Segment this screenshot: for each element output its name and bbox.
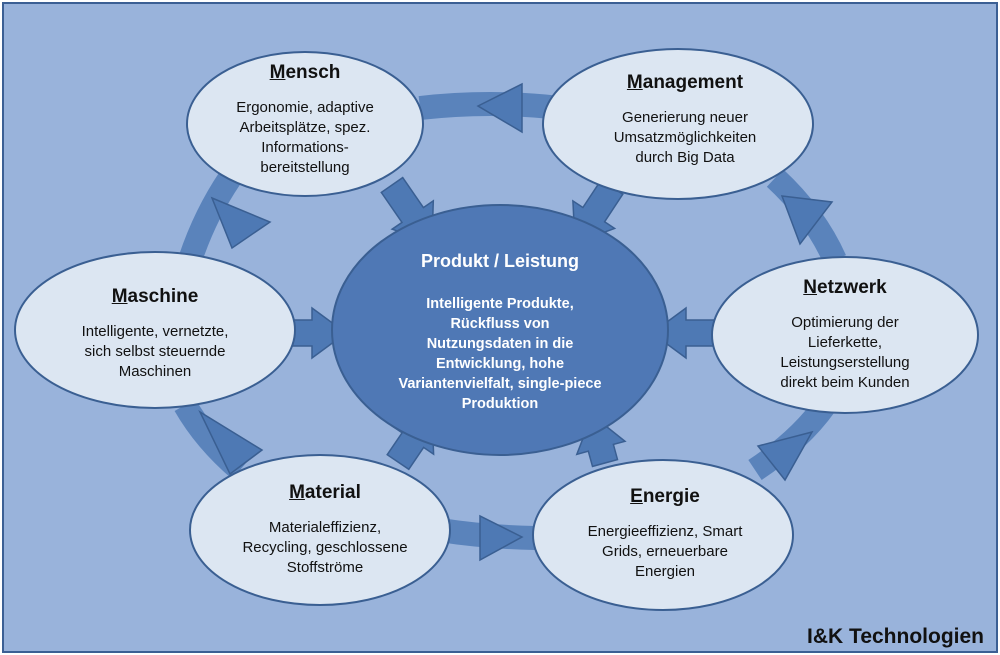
node-material-title: Material <box>289 482 361 503</box>
node-material-description: Materialeffizienz, Recycling, geschlosse… <box>242 519 408 576</box>
node-mensch-description: Ergonomie, adaptive Arbeitsplätze, spez.… <box>236 99 374 176</box>
node-mensch-title: Mensch <box>269 62 341 83</box>
node-material-text: Material Materialeffizienz, Recycling, g… <box>200 482 450 578</box>
ring-arrowhead-maschine-material <box>198 410 264 476</box>
node-maschine-description: Intelligente, vernetzte, sich selbst ste… <box>81 323 229 380</box>
node-maschine-title: Maschine <box>111 286 199 307</box>
node-netzwerk-ellipse <box>711 256 979 414</box>
center-node-title: Produkt / Leistung <box>420 251 579 271</box>
ring-arrowhead-management-mensch <box>476 82 523 134</box>
node-mensch-ellipse <box>186 51 424 197</box>
center-node-text: Produkt / Leistung Intelligente Produkte… <box>355 250 645 414</box>
ring-arrowhead-netzwerk-management <box>780 195 834 246</box>
node-management-text: Management Generierung neuer Umsatzmögli… <box>575 72 795 168</box>
center-node-description: Intelligente Produkte, Rückfluss von Nut… <box>398 296 602 412</box>
spoke-arrow-netzwerk <box>650 306 716 360</box>
node-energie-ellipse <box>532 459 794 611</box>
center-node-ellipse <box>331 204 669 456</box>
footer-label: I&K Technologien <box>807 625 984 648</box>
node-energie-description: Energieeffizienz, Smart Grids, erneuerba… <box>587 523 743 580</box>
ring-arrowhead-mensch-maschine <box>210 196 272 250</box>
node-energie-text: Energie Energieeffizienz, Smart Grids, e… <box>545 486 785 582</box>
ring-arrowhead-material-energie <box>479 514 524 562</box>
node-management-ellipse <box>542 48 814 200</box>
ring-band-mensch-maschine <box>178 171 240 264</box>
node-management-description: Generierung neuer Umsatzmöglichkeiten du… <box>613 109 757 166</box>
node-mensch-text: Mensch Ergonomie, adaptive Arbeitsplätze… <box>205 62 405 178</box>
node-material-ellipse <box>189 454 451 606</box>
node-netzwerk-title: Netzwerk <box>803 277 887 298</box>
node-maschine-ellipse <box>14 251 296 409</box>
node-netzwerk-description: Optimierung der Lieferkette, Leistungser… <box>780 314 910 391</box>
node-netzwerk-text: Netzwerk Optimierung der Lieferkette, Le… <box>735 277 955 393</box>
node-maschine-text: Maschine Intelligente, vernetzte, sich s… <box>40 286 270 382</box>
node-energie-title: Energie <box>630 486 700 507</box>
ring-arrowhead-energie-netzwerk <box>756 430 814 482</box>
node-management-title: Management <box>626 72 744 93</box>
